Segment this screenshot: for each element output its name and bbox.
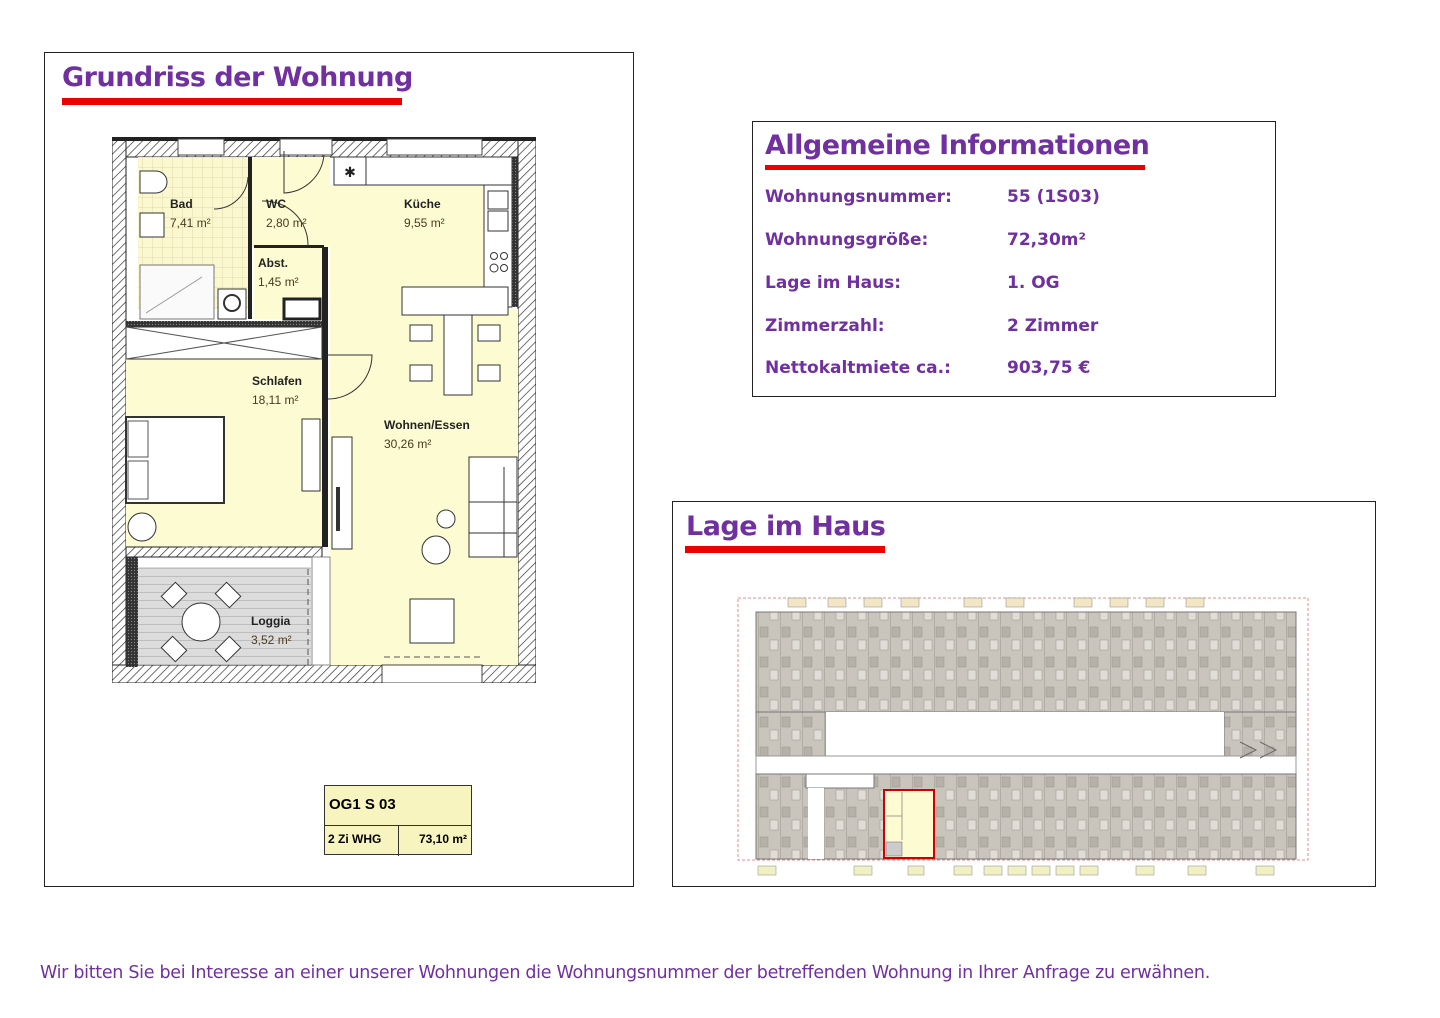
info-title: Allgemeine Informationen	[765, 130, 1150, 161]
room-area-abst: 1,45 m²	[258, 275, 299, 289]
floorplan-title-underline	[62, 98, 402, 105]
unit-tag-type: 2 Zi WHG	[325, 826, 399, 856]
room-area-bad: 7,41 m²	[170, 216, 211, 230]
info-value: 903,75 €	[1007, 358, 1091, 378]
room-label-kueche: Küche	[404, 197, 441, 211]
room-label-loggia: Loggia	[251, 614, 291, 628]
location-title-underline	[685, 546, 885, 553]
info-label: Nettokaltmiete ca.:	[765, 358, 951, 378]
info-value: 2 Zimmer	[1007, 316, 1099, 336]
floorplan-title: Grundriss der Wohnung	[62, 62, 413, 93]
info-row-nettokaltmiete: Nettokaltmiete ca.: 903,75 €	[765, 358, 1090, 378]
unit-tag-area: 73,10 m²	[418, 832, 467, 846]
svg-text:✱: ✱	[344, 165, 356, 181]
info-label: Wohnungsnummer:	[765, 187, 952, 207]
info-value: 1. OG	[1007, 273, 1060, 293]
info-row-zimmerzahl: Zimmerzahl: 2 Zimmer	[765, 316, 1098, 336]
building-floorplan	[737, 597, 1309, 876]
info-value: 55 (1S03)	[1007, 187, 1100, 207]
footer-note: Wir bitten Sie bei Interesse an einer un…	[40, 963, 1210, 983]
room-label-wohnen-essen: Wohnen/Essen	[384, 418, 470, 432]
info-value: 72,30m²	[1007, 230, 1086, 250]
apartment-floorplan: ✱ Bad 7,41 m² WC 2,80 m² Küche 9,55 m² A…	[112, 137, 536, 683]
info-row-wohnungsgroesse: Wohnungsgröße: 72,30m²	[765, 230, 1086, 250]
room-area-wohnen-essen: 30,26 m²	[384, 437, 431, 451]
room-label-wc: WC	[266, 197, 286, 211]
info-label: Lage im Haus:	[765, 273, 902, 293]
info-label: Wohnungsgröße:	[765, 230, 929, 250]
unit-tag-code: OG1 S 03	[325, 786, 471, 826]
info-row-lage: Lage im Haus: 1. OG	[765, 273, 1060, 293]
unit-tag: OG1 S 03 2 Zi WHG 73,10 m²	[324, 785, 472, 856]
info-title-underline	[765, 165, 1145, 170]
location-title: Lage im Haus	[686, 511, 886, 542]
info-label: Zimmerzahl:	[765, 316, 885, 336]
room-area-schlafen: 18,11 m²	[252, 393, 298, 407]
room-area-loggia: 3,52 m²	[251, 633, 292, 647]
room-label-schlafen: Schlafen	[252, 374, 302, 388]
info-row-wohnungsnummer: Wohnungsnummer: 55 (1S03)	[765, 187, 1100, 207]
room-label-bad: Bad	[170, 197, 193, 211]
room-area-kueche: 9,55 m²	[404, 216, 445, 230]
info-panel: Allgemeine Informationen Wohnungsnummer:…	[752, 121, 1276, 397]
room-area-wc: 2,80 m²	[266, 216, 307, 230]
room-label-abst: Abst.	[258, 256, 288, 270]
